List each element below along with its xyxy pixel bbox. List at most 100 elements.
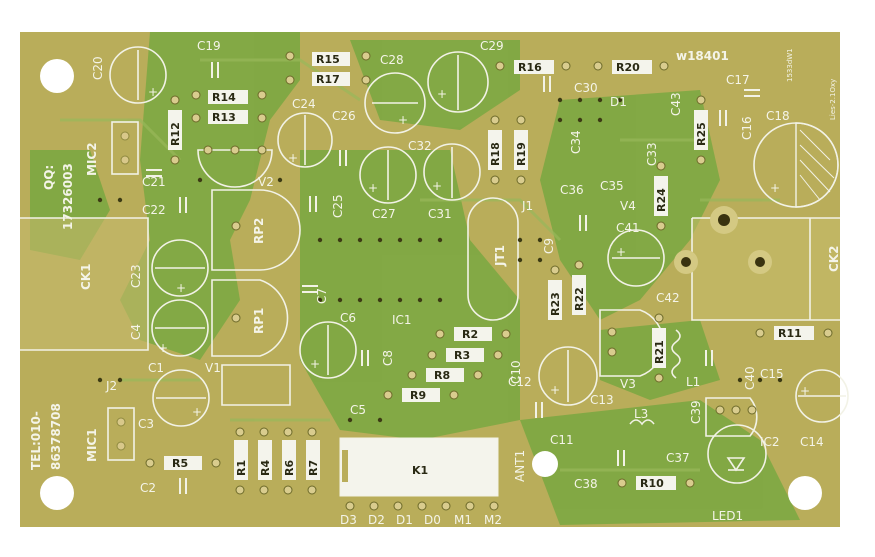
- svg-text:C2: C2: [140, 481, 156, 495]
- svg-text:M2: M2: [484, 513, 502, 527]
- led-led1: [726, 457, 746, 472]
- jt1-label: JT1: [493, 245, 507, 267]
- capacitor-c24: +: [277, 112, 333, 168]
- capacitor-c3: +: [152, 369, 210, 427]
- svg-text:C25: C25: [331, 194, 345, 218]
- resistor-r8: R8: [426, 368, 464, 382]
- svg-text:C29: C29: [480, 39, 504, 53]
- svg-text:R24: R24: [655, 188, 668, 212]
- svg-text:D0: D0: [424, 513, 441, 527]
- ck1-label: CK1: [79, 264, 93, 290]
- svg-text:RP1: RP1: [252, 308, 266, 334]
- svg-text:+: +: [432, 179, 442, 193]
- resistor-r2: R2: [454, 327, 492, 341]
- svg-text:C26: C26: [332, 109, 356, 123]
- k1-label: K1: [412, 464, 428, 477]
- svg-text:R17: R17: [316, 73, 340, 86]
- relay-k1: K1: [339, 437, 499, 497]
- resistor-r1: R1: [234, 440, 248, 480]
- svg-text:+: +: [192, 405, 202, 419]
- svg-text:D1: D1: [610, 95, 627, 109]
- svg-text:IC1: IC1: [392, 313, 412, 327]
- part-number: w18401: [676, 49, 729, 63]
- svg-text:RP2: RP2: [252, 218, 266, 244]
- svg-text:C22: C22: [142, 203, 166, 217]
- svg-text:C6: C6: [340, 311, 356, 325]
- svg-text:C27: C27: [372, 207, 396, 221]
- svg-text:C7: C7: [315, 288, 329, 304]
- svg-text:C16: C16: [740, 116, 754, 140]
- svg-text:C30: C30: [574, 81, 598, 95]
- crystal-jt1: JT1: [467, 197, 519, 321]
- svg-text:R5: R5: [172, 457, 188, 470]
- side-text-2: Lies-2.1Oxy: [829, 79, 837, 120]
- svg-text:IC2: IC2: [760, 435, 780, 449]
- svg-text:R20: R20: [616, 61, 640, 74]
- resistor-r23: R23: [548, 280, 562, 320]
- svg-text:V1: V1: [205, 361, 221, 375]
- svg-text:R19: R19: [515, 142, 528, 166]
- resistor-r11: R11: [774, 326, 814, 340]
- svg-text:C32: C32: [408, 139, 432, 153]
- resistor-r18: R18: [488, 130, 502, 170]
- resistor-r19: R19: [514, 130, 528, 170]
- svg-text:L3: L3: [634, 407, 648, 421]
- svg-text:R15: R15: [316, 53, 340, 66]
- resistor-r9: R9: [402, 388, 440, 402]
- resistor-r16: R16: [514, 60, 554, 74]
- svg-text:C17: C17: [726, 73, 750, 87]
- svg-text:R6: R6: [283, 460, 296, 476]
- svg-text:+: +: [176, 281, 186, 295]
- capacitor-c27: +: [359, 146, 417, 204]
- svg-text:L1: L1: [686, 375, 700, 389]
- resistor-r17: R17: [312, 72, 350, 86]
- svg-text:C4: C4: [129, 324, 143, 340]
- svg-text:R13: R13: [212, 111, 236, 124]
- svg-text:C36: C36: [560, 183, 584, 197]
- svg-text:R10: R10: [640, 477, 664, 490]
- resistor-boxes: R15 R17 R14 R13 R16 R20 R2 R3 R8 R9 R5 R…: [164, 52, 814, 490]
- svg-text:V4: V4: [620, 199, 636, 213]
- svg-text:C15: C15: [760, 367, 784, 381]
- svg-text:C8: C8: [381, 350, 395, 366]
- tel-label: TEL:010-: [29, 411, 43, 470]
- svg-text:D1: D1: [396, 513, 413, 527]
- resistor-r14: R14: [208, 90, 248, 104]
- capacitor-c29: +: [427, 51, 489, 113]
- svg-text:C39: C39: [689, 400, 703, 424]
- svg-text:C21: C21: [142, 175, 166, 189]
- svg-text:C37: C37: [666, 451, 690, 465]
- svg-text:D2: D2: [368, 513, 385, 527]
- svg-text:V2: V2: [258, 175, 274, 189]
- qq-number: 17326003: [61, 163, 75, 230]
- svg-text:+: +: [770, 181, 780, 195]
- svg-text:+: +: [800, 384, 810, 398]
- ceramic-caps: [146, 62, 760, 494]
- capacitor-c14: +: [795, 369, 849, 423]
- mic1-label: MIC1: [85, 428, 99, 462]
- svg-text:R8: R8: [434, 369, 450, 382]
- resistor-r7: R7: [306, 440, 320, 480]
- resistor-r20: R20: [612, 60, 652, 74]
- svg-text:ANT1: ANT1: [513, 450, 527, 482]
- svg-text:C42: C42: [656, 291, 680, 305]
- svg-text:C23: C23: [129, 264, 143, 288]
- resistor-r24: R24: [654, 176, 668, 216]
- capacitor-c31: +: [423, 143, 481, 201]
- ck2-connector: CK2: [674, 206, 841, 321]
- svg-text:J1: J1: [521, 199, 533, 213]
- svg-text:D3: D3: [340, 513, 357, 527]
- resistor-r6: R6: [282, 440, 296, 480]
- pads: [97, 51, 833, 511]
- ck1-connector: CK1: [20, 217, 149, 351]
- inductors: [629, 329, 681, 426]
- resistor-r12: R12: [168, 110, 182, 150]
- svg-text:+: +: [310, 357, 320, 371]
- svg-text:+: +: [148, 85, 158, 99]
- svg-text:C18: C18: [766, 109, 790, 123]
- svg-text:C40: C40: [743, 366, 757, 390]
- capacitor-c13: +: [538, 346, 598, 406]
- capacitor-c20: +: [109, 46, 167, 104]
- svg-text:C12: C12: [508, 375, 532, 389]
